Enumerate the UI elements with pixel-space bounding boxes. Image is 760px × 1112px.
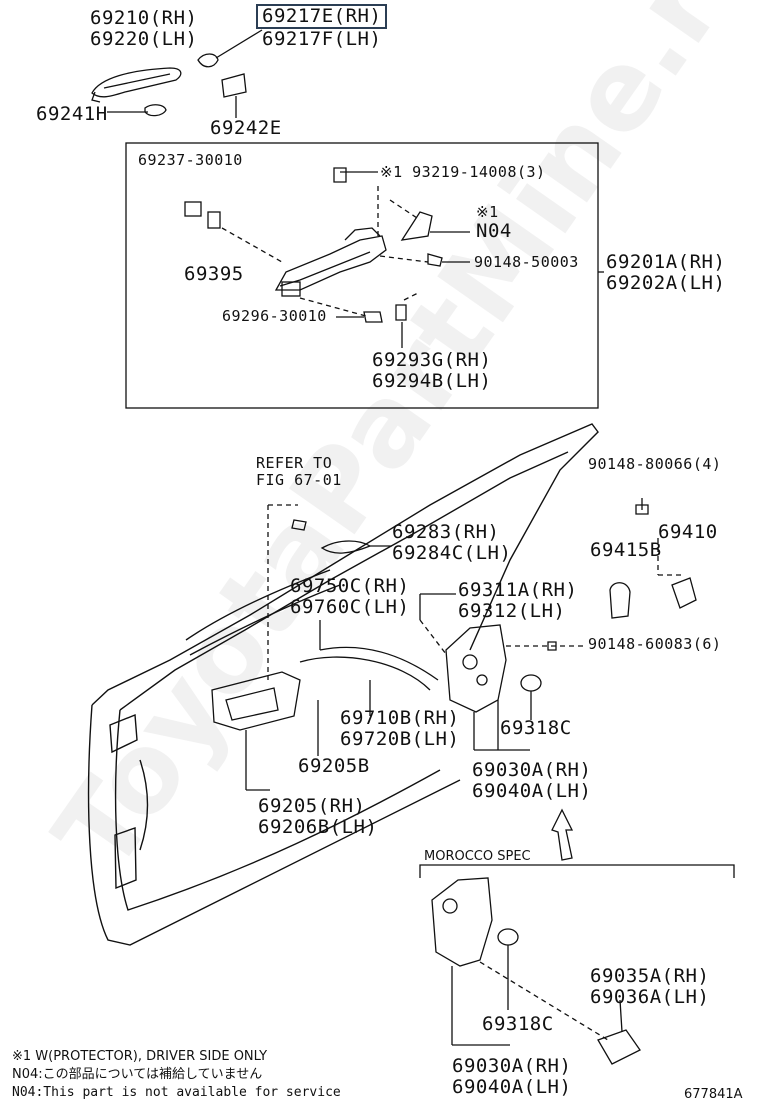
frame-drawing — [274, 211, 433, 297]
label-69293: 69293G(RH)69294B(LH) — [372, 349, 492, 392]
assembly-box — [125, 142, 599, 409]
label-69035: 69035A(RH)69036A(LH) — [590, 965, 710, 1008]
footnote-2: N04:この部品については補給していません — [12, 1067, 263, 1082]
screw-c — [363, 311, 383, 323]
cable-a — [299, 656, 431, 691]
clip-b — [395, 304, 407, 321]
label-69205: 69205(RH)69206B(LH) — [258, 795, 378, 838]
door-outline-drawing — [87, 423, 599, 946]
figure-id: 677841A — [684, 1087, 743, 1102]
label-69318-a: 69318C — [500, 717, 572, 739]
cover-drawing — [197, 53, 219, 68]
label-69311: 69311A(RH)69312(LH) — [458, 579, 578, 622]
gasket-drawing — [221, 73, 247, 98]
label-69205b: 69205B — [298, 755, 370, 777]
handle-cap-drawing — [144, 104, 167, 117]
morocco-box — [419, 864, 735, 878]
sensor-drawing — [597, 1029, 641, 1065]
label-morocco-spec: MOROCCO SPEC — [424, 849, 531, 864]
pad-drawing — [207, 211, 221, 229]
label-69750: 69750C(RH)69760C(LH) — [290, 575, 410, 618]
label-90148-50003: 90148-50003 — [474, 253, 579, 271]
label-69415: 69415B — [590, 539, 662, 561]
outside-handle-drawing — [91, 67, 182, 103]
clip-drawing — [184, 201, 202, 217]
label-69242: 69242E — [210, 117, 282, 139]
shim-drawing — [609, 582, 631, 619]
label-69283: 69283(RH)69284C(LH) — [392, 521, 512, 564]
cable-b — [319, 646, 439, 681]
label-69395: 69395 — [184, 263, 244, 285]
bumper-drawing — [520, 674, 542, 692]
screw-a — [333, 167, 347, 183]
seal-drawing — [320, 540, 372, 554]
label-69030-a: 69030A(RH)69040A(LH) — [472, 759, 592, 802]
label-90148-60083: 90148-60083(6) — [588, 635, 722, 653]
footnote-3: N04:This part is not available for servi… — [12, 1085, 341, 1100]
label-90148-80066: 90148-80066(4) — [588, 455, 722, 473]
inside-handle-drawing — [211, 671, 301, 731]
screw-b — [427, 253, 443, 267]
footnote-1: ※1 W(PROTECTOR), DRIVER SIDE ONLY — [12, 1049, 268, 1064]
striker-drawing — [671, 577, 697, 609]
label-69210: 69210(RH)69220(LH) — [90, 7, 198, 50]
morocco-lock-drawing — [431, 877, 493, 967]
label-69241: 69241H — [36, 103, 108, 125]
label-69710: 69710B(RH)69720B(LH) — [340, 707, 460, 750]
highlighted-part: 69217E(RH) — [256, 4, 388, 29]
label-69217: 69217E(RH) 69217F(LH) — [256, 4, 388, 50]
label-69201: 69201A(RH)69202A(LH) — [606, 251, 726, 294]
leader-69217 — [215, 29, 263, 59]
door-lock-drawing — [445, 624, 507, 713]
label-93219: ※1 93219-14008(3) — [380, 163, 546, 181]
label-69296: 69296-30010 — [222, 307, 327, 325]
label-69410: 69410 — [658, 521, 718, 543]
label-69237: 69237-30010 — [138, 151, 243, 169]
footnotes: ※1 W(PROTECTOR), DRIVER SIDE ONLY N04:この… — [12, 1048, 341, 1102]
label-69030-b: 69030A(RH)69040A(LH) — [452, 1055, 572, 1098]
screw-d — [291, 519, 307, 531]
direction-arrow — [551, 808, 574, 861]
label-69318-b: 69318C — [482, 1013, 554, 1035]
